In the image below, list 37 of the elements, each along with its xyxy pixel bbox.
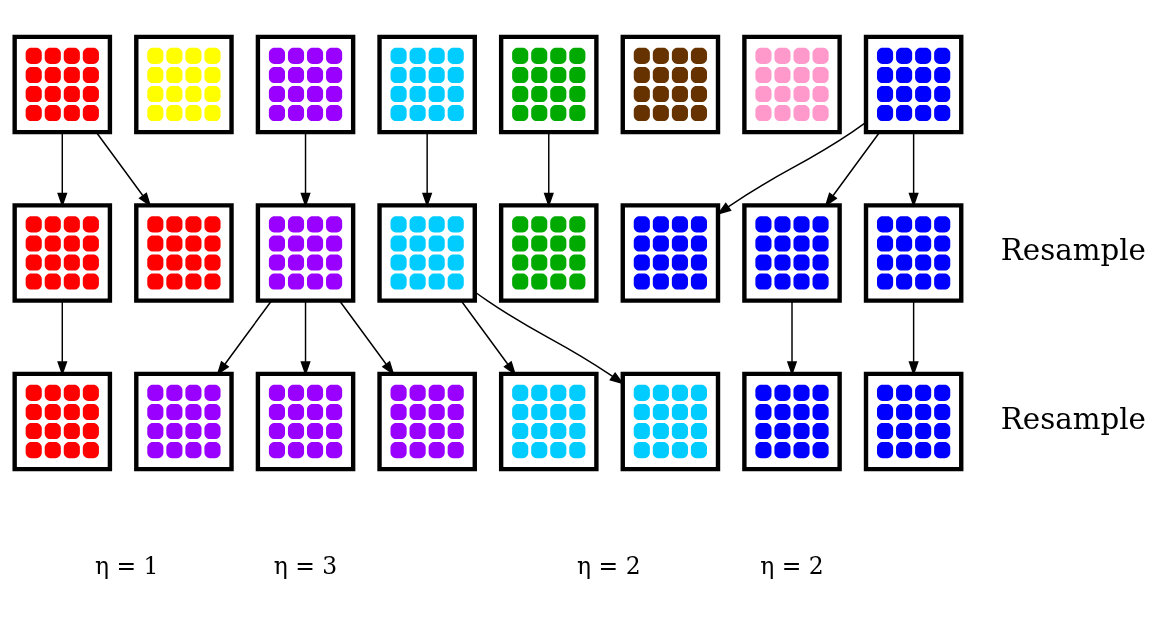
node-box [134, 34, 234, 134]
label: η = 2 [760, 551, 824, 580]
node-box [863, 34, 964, 134]
node-box [620, 34, 721, 134]
arrow [422, 131, 433, 208]
arrow [57, 131, 68, 208]
label: η = 2 [577, 551, 641, 580]
node-box [134, 371, 234, 471]
label: Resample [1000, 232, 1146, 267]
node-box [377, 202, 477, 303]
label: η = 3 [273, 551, 338, 580]
node-box [377, 371, 477, 471]
node-box [12, 202, 113, 303]
node-box [377, 34, 477, 134]
arrow [300, 131, 311, 208]
node-box [742, 202, 842, 303]
node-box [255, 202, 356, 303]
node-box [255, 34, 356, 134]
node-box [255, 371, 356, 471]
arrow [824, 131, 881, 207]
node-box [134, 202, 234, 303]
arrow [908, 131, 919, 208]
label: η = 1 [95, 551, 159, 580]
node-box [498, 371, 599, 471]
node-box [620, 202, 721, 303]
arrow [543, 131, 554, 208]
node-box [12, 371, 113, 471]
node-box [498, 202, 599, 303]
arrow [95, 131, 152, 207]
node-box [742, 371, 842, 471]
node-box [742, 34, 842, 134]
node-box [620, 371, 721, 471]
node-box [12, 34, 113, 134]
node-box [498, 34, 599, 134]
node-box [863, 202, 964, 303]
node-box [863, 371, 964, 471]
label: Resample [1000, 401, 1146, 436]
